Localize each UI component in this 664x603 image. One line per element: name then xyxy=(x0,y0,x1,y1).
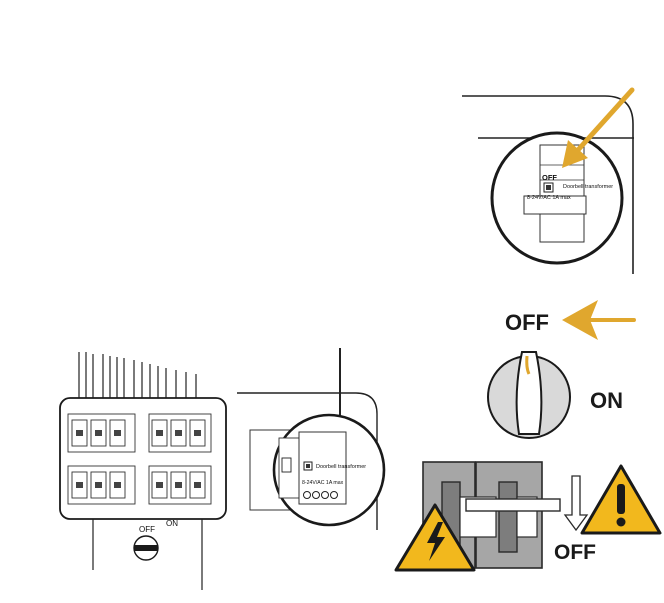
breaker-off-diagram: OFF xyxy=(394,461,662,572)
rating-label-top: 8-24V/AC 1A max xyxy=(527,195,571,201)
on-big-label: ON xyxy=(590,388,623,413)
warning-triangle-icon xyxy=(580,464,662,535)
magnified-circle-middle: Doorbell transformer 8-24V/AC 1A max xyxy=(272,413,386,527)
magnified-circle-top: OFF Doorbell transformer 8-24V/AC 1A max xyxy=(490,131,624,265)
off-small-label: OFF xyxy=(542,173,557,182)
breaker-panel: OFF ON xyxy=(59,352,227,590)
rotary-switch-diagram: OFF ON xyxy=(487,300,636,439)
rotary-switch-icon xyxy=(487,351,571,439)
off-big-label: OFF xyxy=(505,310,549,335)
panel-rotary-icon xyxy=(133,535,159,561)
off-arrow-icon xyxy=(562,300,636,340)
panel-off-label: OFF xyxy=(139,525,155,534)
top-right-panel: OFF Doorbell transformer 8-24V/AC 1A max xyxy=(462,87,635,274)
breaker-off-label: OFF xyxy=(554,541,596,564)
middle-panel: Doorbell transformer 8-24V/AC 1A max xyxy=(237,348,386,530)
doorbell-label-top: Doorbell transformer xyxy=(563,184,613,190)
lightning-warning-icon xyxy=(394,503,476,572)
down-arrow-icon xyxy=(563,475,589,532)
rating-label-mid: 8-24V/AC 1A max xyxy=(302,480,344,486)
pointer-arrow-icon xyxy=(562,87,635,168)
panel-on-label: ON xyxy=(166,519,178,528)
incoming-wires xyxy=(78,352,197,398)
doorbell-label-mid: Doorbell transformer xyxy=(316,464,366,470)
breaker-lever xyxy=(465,498,561,512)
